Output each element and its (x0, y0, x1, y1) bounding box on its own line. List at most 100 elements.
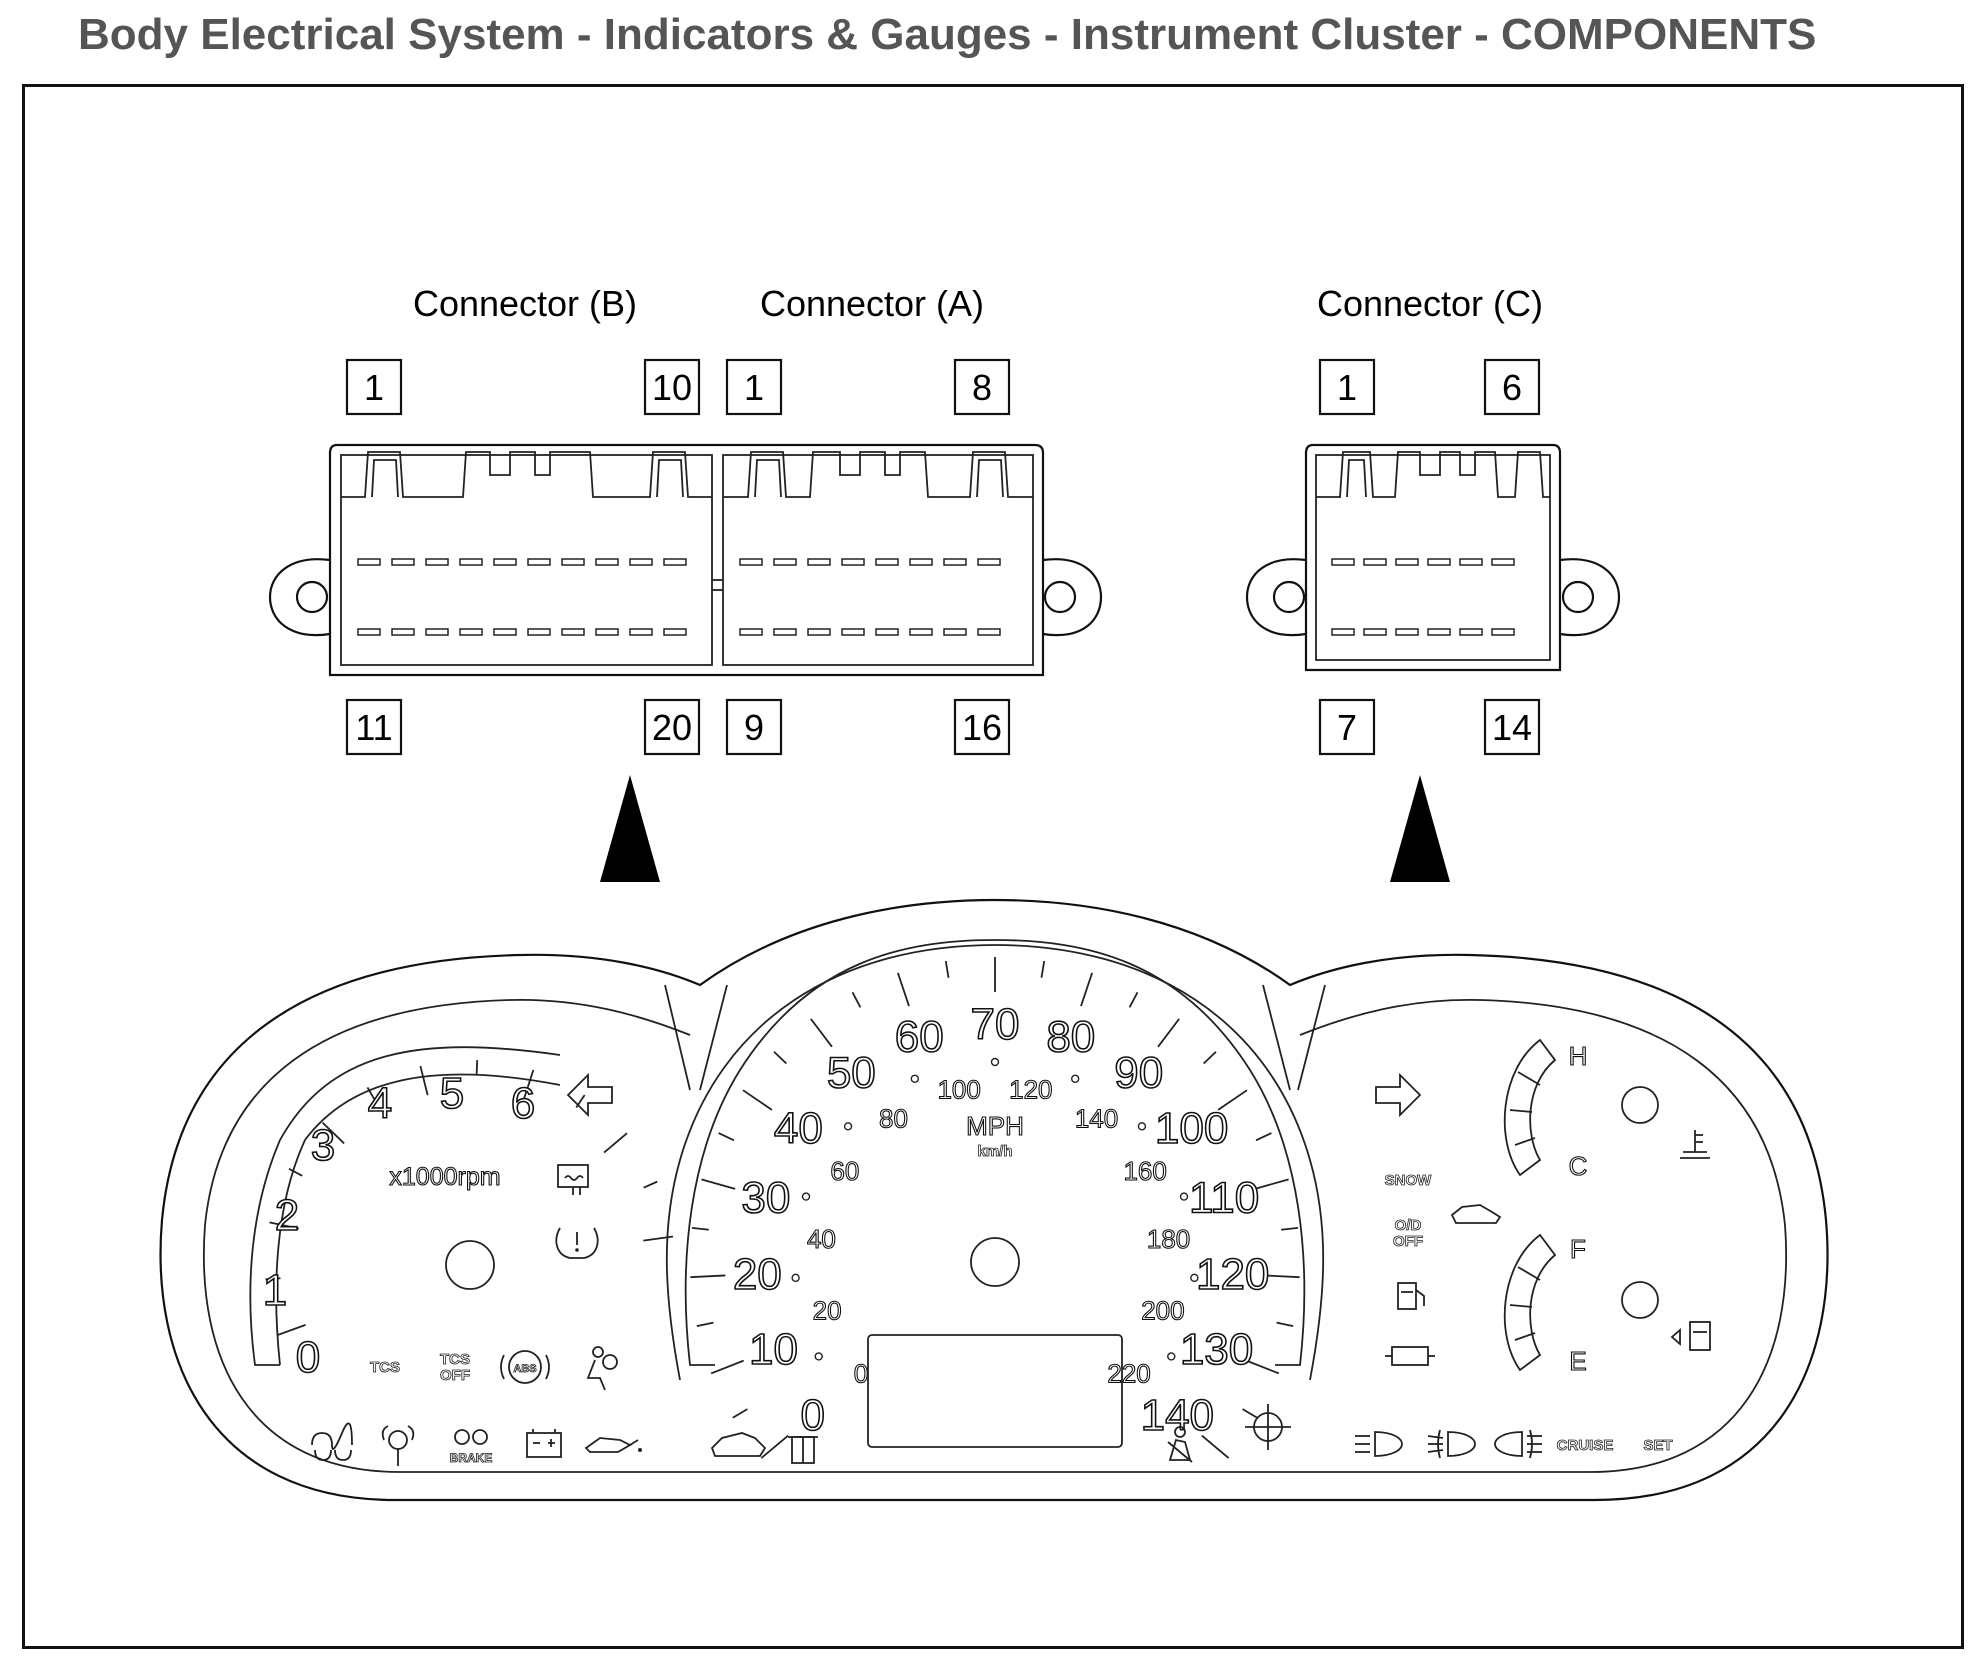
connector-b-pin-slot (357, 628, 381, 636)
speedo-tick-mark (1040, 960, 1046, 978)
svg-text:9: 9 (744, 707, 764, 748)
connector-a-pin-slot (807, 558, 831, 566)
speedo-kmh-number: 220 (1107, 1358, 1150, 1388)
temp-gauge-hot-label: H (1569, 1041, 1588, 1071)
temperature-gauge: H C (1503, 1038, 1710, 1182)
speedo-mph-number: 50 (827, 1048, 876, 1097)
connector-b-pin-slot (663, 628, 687, 636)
connector-b-pin-slot (493, 558, 517, 566)
fuel-gauge-full-label: F (1570, 1234, 1586, 1264)
speedo-tick-mark (1203, 1051, 1217, 1065)
connector-a-pin-slot (977, 628, 1001, 636)
connector-b-pin-slot (493, 628, 517, 636)
svg-text:11: 11 (355, 707, 392, 748)
speedo-kmh-dot (1070, 1074, 1080, 1083)
speedo-kmh-number: 40 (807, 1224, 836, 1254)
headlamp-high-beam-icon (1355, 1431, 1403, 1457)
speedo-mph-number: 10 (749, 1325, 798, 1374)
speedo-mph-number: 90 (1114, 1048, 1163, 1097)
pin-label-a-8: 8 (953, 358, 1011, 416)
speedometer-unit-kmh: km/h (977, 1143, 1012, 1160)
tachometer: 0 1 2 3 4 5 6 x1000rpm (249, 1046, 674, 1383)
connector-b-pin-slot (391, 558, 415, 566)
connector-a-pin-slot (943, 558, 967, 566)
connector-a-pin-slot (943, 628, 967, 636)
cruise-indicator-label: CRUISE (1557, 1437, 1614, 1454)
speedo-tick-mark (1201, 1434, 1230, 1459)
connector-b-label: Connector (B) (413, 283, 637, 324)
right-turn-signal-icon (1375, 1072, 1422, 1118)
connector-c-pointer-arrow (1390, 775, 1450, 882)
immobilizer-key-icon (381, 1425, 415, 1466)
connector-b-pin-slot (357, 558, 381, 566)
speedo-tick-mark (1281, 1226, 1299, 1231)
coolant-temp-icon (1680, 1130, 1710, 1159)
speedo-mph-number: 120 (1196, 1250, 1269, 1299)
speedo-mph-number: 60 (895, 1012, 944, 1061)
speedometer-unit-mph: MPH (966, 1111, 1024, 1141)
speedo-tick-mark (1254, 1178, 1289, 1190)
fuel-pump-icon (1670, 1321, 1711, 1351)
speedo-tick-mark (1255, 1132, 1272, 1142)
connector-b-pin-slot (425, 628, 449, 636)
connector-c-pin-slot (1363, 558, 1387, 566)
brake-warning-icon: BRAKE (449, 1429, 493, 1465)
speedo-tick-mark (1217, 1089, 1248, 1111)
connector-ab-housing (268, 443, 1103, 677)
pin-label-b-1: 1 (345, 358, 403, 416)
connector-c-pin-slot (1427, 558, 1451, 566)
instrument-cluster (159, 898, 1829, 1502)
speedo-tick-mark (710, 1359, 744, 1375)
pin-label-b-10: 10 (643, 358, 701, 416)
speedo-kmh-number: 0 (854, 1358, 868, 1388)
speedo-kmh-number: 200 (1141, 1295, 1184, 1325)
tach-tick-mark (265, 1277, 281, 1281)
speedo-kmh-number: 80 (879, 1103, 908, 1133)
svg-text:7: 7 (1337, 707, 1357, 748)
tach-number-3: 3 (311, 1121, 335, 1170)
connector-c-pin-slot (1427, 628, 1451, 636)
snow-mode-indicator-label: SNOW (1385, 1172, 1433, 1189)
speedo-tick-mark (691, 1226, 709, 1231)
svg-text:6: 6 (1502, 367, 1522, 408)
tach-number-6: 6 (511, 1079, 535, 1128)
speedo-mph-number: 130 (1180, 1325, 1253, 1374)
speedo-tick-mark (732, 1408, 748, 1419)
connector-b-pin-slot (561, 628, 585, 636)
temp-gauge-cold-label: C (1569, 1151, 1588, 1181)
temp-needle-hub (1621, 1086, 1659, 1124)
connector-c-pin-slot (1459, 558, 1483, 566)
abs-warning-icon: ABS (500, 1350, 550, 1384)
speedo-kmh-dot (814, 1352, 823, 1361)
speedo-kmh-number: 100 (937, 1075, 980, 1105)
speedo-kmh-dot (990, 1057, 1000, 1067)
tcs-off-indicator-line1: TCS (440, 1351, 470, 1368)
speedo-mph-number: 140 (1141, 1391, 1214, 1440)
odometer-display (867, 1334, 1123, 1448)
cruise-set-indicator-label: SET (1643, 1437, 1672, 1454)
od-off-indicator-line1: O/D (1395, 1217, 1422, 1234)
page-title: Body Electrical System - Indicators & Ga… (78, 10, 1817, 59)
connector-c-pin-slot (1395, 558, 1419, 566)
tach-number-1: 1 (263, 1266, 287, 1315)
rear-defrost-icon (557, 1164, 589, 1195)
rear-fog-lamp-icon (1494, 1429, 1542, 1459)
speedo-kmh-number: 20 (813, 1295, 842, 1325)
connector-c-pin-slot (1491, 628, 1515, 636)
tach-tick-mark (419, 1065, 429, 1096)
connector-b-pin-slot (561, 558, 585, 566)
connector-a-pin-slot (841, 558, 865, 566)
speedo-mph-number: 80 (1046, 1012, 1095, 1061)
speedo-tick-mark (760, 1434, 789, 1459)
tire-pressure-icon (555, 1227, 599, 1259)
connector-a-pin-slot (773, 558, 797, 566)
fuel-needle-hub (1621, 1281, 1659, 1319)
speedo-tick-mark (1242, 1408, 1258, 1419)
speedo-kmh-number: 140 (1075, 1103, 1118, 1133)
pin-label-a-1: 1 (725, 358, 783, 416)
speedo-tick-mark (1246, 1359, 1280, 1375)
low-washer-car-icon (1450, 1204, 1502, 1224)
connector-b-pin-slot (663, 558, 687, 566)
tach-number-4: 4 (368, 1079, 392, 1128)
